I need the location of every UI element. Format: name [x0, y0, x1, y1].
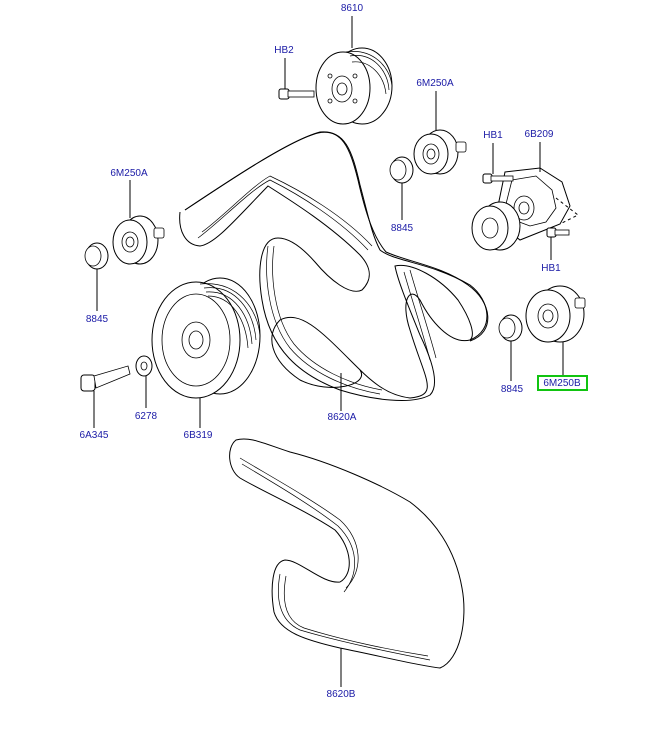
belt-8620a [179, 131, 489, 411]
label-8610[interactable]: 8610 [341, 3, 364, 14]
label-hb1-lower[interactable]: HB1 [541, 263, 561, 274]
label-8620b[interactable]: 8620B [327, 689, 356, 700]
label-hb2[interactable]: HB2 [274, 45, 294, 56]
label-6m250b[interactable]: 6M250B [543, 378, 581, 389]
idler-pulley-6m250a-upper [413, 91, 467, 175]
label-hb1-upper[interactable]: HB1 [483, 130, 503, 141]
idler-pulley-6m250b [525, 285, 586, 376]
belt-8620b [229, 438, 465, 687]
label-6m250a-upper[interactable]: 6M250A [416, 78, 454, 89]
washer-6278 [135, 355, 153, 408]
label-6m250a-left[interactable]: 6M250A [110, 168, 148, 179]
label-6b319[interactable]: 6B319 [184, 430, 213, 441]
label-8620a[interactable]: 8620A [328, 412, 357, 423]
label-8845-left[interactable]: 8845 [86, 314, 109, 325]
dust-cap-8845-left [84, 242, 109, 311]
bolt-hb1-lower [546, 227, 570, 260]
part-labels: 8610 HB2 6M250A HB1 6B209 6M250A 8845 HB… [80, 3, 581, 700]
label-8845-right[interactable]: 8845 [501, 384, 524, 395]
label-6b209[interactable]: 6B209 [525, 129, 554, 140]
dust-cap-8845-right [498, 314, 523, 381]
label-6278[interactable]: 6278 [135, 411, 158, 422]
water-pump-pulley-8610 [315, 16, 393, 125]
label-6a345[interactable]: 6A345 [80, 430, 109, 441]
bolt-hb1-upper [482, 143, 514, 184]
selected-part-highlight [537, 375, 588, 391]
bolt-hb2 [278, 58, 315, 100]
label-8845-upper[interactable]: 8845 [391, 223, 414, 234]
dust-cap-8845-upper [389, 156, 414, 220]
bolt-6a345 [80, 365, 131, 428]
tensioner-6b209 [471, 142, 579, 251]
idler-pulley-6m250a-left [112, 180, 165, 265]
crankshaft-pulley-6b319 [151, 277, 261, 428]
